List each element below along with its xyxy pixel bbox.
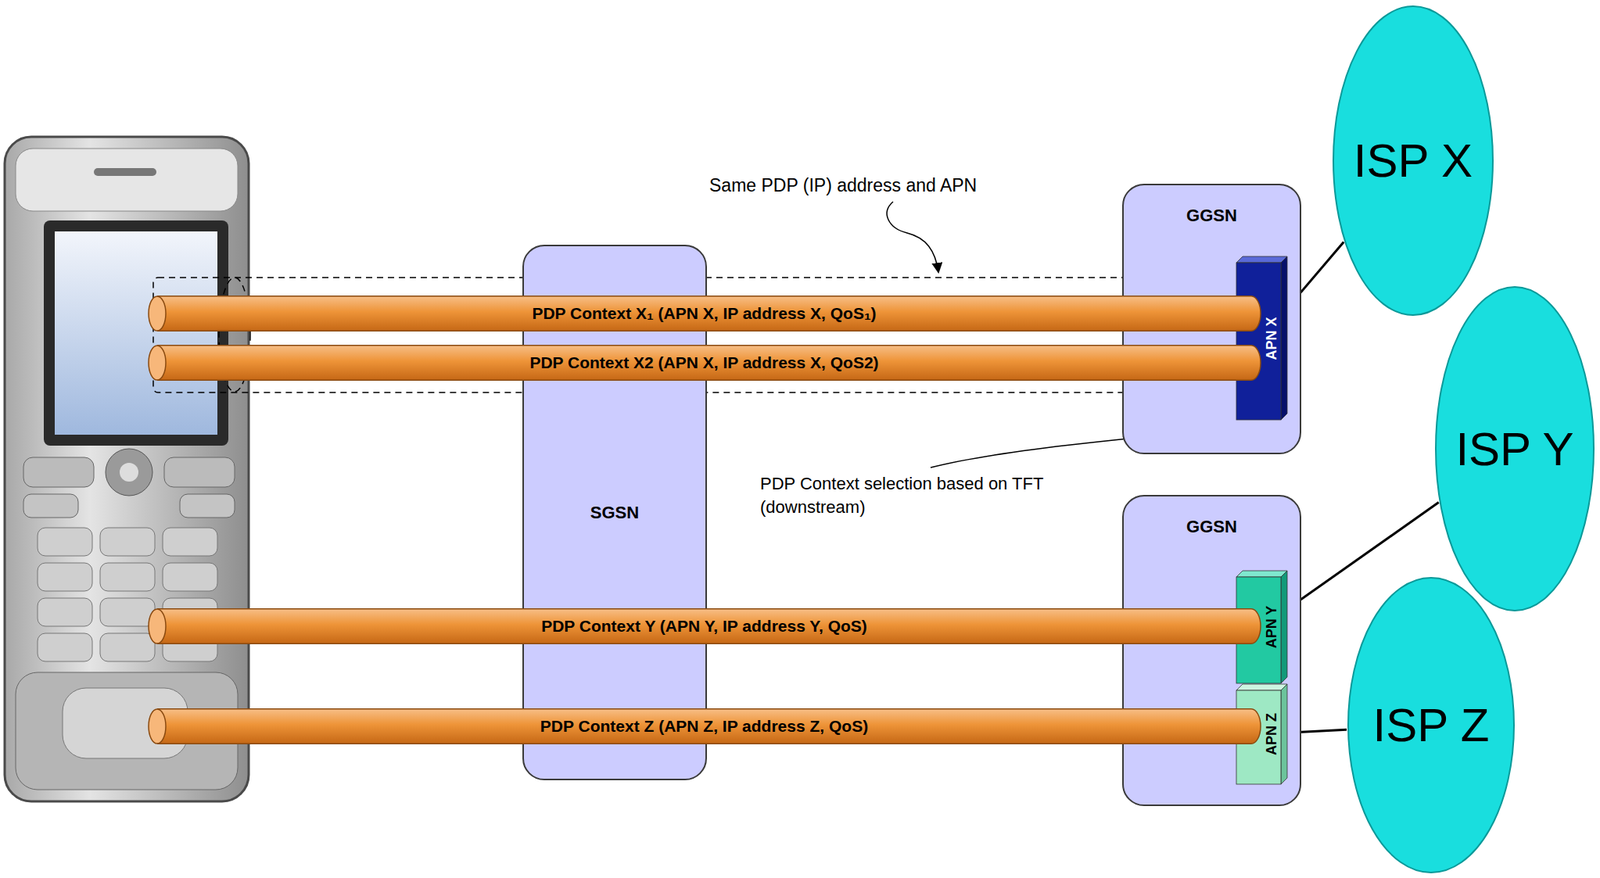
ggsn-box: GGSN APN Y APN Z [1122, 495, 1302, 807]
phone-bezel [15, 148, 238, 212]
callout-note: Same PDP (IP) address and APN [709, 173, 977, 198]
phone-screen [54, 231, 218, 435]
node-text: ISP Z [1373, 698, 1490, 753]
key [100, 527, 155, 557]
isp-ellipse: ISP Y [1434, 285, 1596, 613]
node-text: GGSN [1186, 205, 1238, 227]
key [100, 563, 155, 592]
call-key [179, 494, 235, 518]
key [37, 633, 93, 662]
apn-top-face [1236, 256, 1288, 263]
key [100, 633, 155, 662]
pipe-mouth [148, 609, 166, 644]
phone-earpiece [93, 168, 157, 176]
isp-ellipse: ISP Z [1346, 576, 1516, 875]
apn-outline [1236, 256, 1288, 420]
node-text: PDP Context Z (APN Z, IP address Z, QoS) [540, 717, 869, 736]
soft-key [164, 457, 235, 488]
apn-side-face [1280, 684, 1288, 785]
node-text: GGSN [1186, 516, 1238, 538]
phone-body [4, 136, 249, 802]
pipe-body [157, 708, 1252, 745]
key [100, 598, 155, 627]
apn-side-face [1280, 256, 1288, 420]
key [37, 598, 93, 627]
node-text: ISP X [1353, 133, 1473, 188]
callout-note: PDP Context selection based on TFT (down… [760, 472, 1073, 519]
pdp-context-pipe: PDP Context X₁ (APN X, IP address X, QoS… [147, 295, 1261, 332]
mobile-phone [4, 136, 249, 802]
pipe-edge [157, 330, 1252, 333]
key [162, 527, 218, 557]
pipe-mouth [148, 296, 166, 331]
isp-ellipse-shape [1348, 577, 1514, 873]
pipe-edge [157, 708, 1252, 711]
apn-bar: APN X [1236, 256, 1288, 420]
pipe-mouth [148, 709, 166, 744]
node-text: ISP Y [1455, 422, 1574, 477]
pipe-body [157, 344, 1252, 381]
pipe-edge [157, 643, 1252, 646]
isp-ellipse-shape [1435, 286, 1594, 611]
pipe-body [157, 295, 1252, 332]
isp-ellipse: ISP X [1331, 4, 1495, 317]
key [162, 563, 218, 592]
screen-frame [43, 220, 229, 446]
pipe-mouth [148, 345, 166, 381]
node-text: PDP Context X2 (APN X, IP address X, QoS… [529, 353, 879, 373]
apn-front-face [1236, 262, 1281, 420]
apn-label: APN X [1263, 316, 1281, 360]
pipe-edge [157, 380, 1252, 382]
apn-label: APN Y [1263, 606, 1281, 650]
isp-ellipse-shape [1333, 6, 1493, 316]
pipe-edge [157, 743, 1252, 746]
pipe-edge [157, 295, 1252, 298]
node-text: PDP Context X₁ (APN X, IP address X, QoS… [531, 304, 876, 323]
pipe-body [157, 608, 1252, 645]
apn-top-face [1236, 570, 1288, 578]
call-key [23, 494, 79, 518]
pdp-context-pipe: PDP Context Z (APN Z, IP address Z, QoS) [147, 708, 1261, 745]
pipe-edge [157, 608, 1252, 610]
soft-key [23, 457, 94, 488]
apn-side-face [1280, 570, 1288, 684]
key [37, 563, 93, 592]
pdp-context-pipe: PDP Context Y (APN Y, IP address Y, QoS) [147, 608, 1261, 645]
pipe-edge [157, 344, 1252, 347]
key [37, 527, 93, 557]
node-text: SGSN [590, 502, 639, 524]
callout-arrow [886, 201, 939, 273]
nav-key [105, 448, 153, 496]
apn-label: APN Z [1263, 713, 1281, 756]
nav-key-center [119, 462, 139, 482]
node-text: PDP Context Y (APN Y, IP address Y, QoS) [541, 617, 868, 636]
pdp-context-pipe: PDP Context X2 (APN X, IP address X, QoS… [147, 344, 1261, 381]
apn-top-face [1236, 684, 1288, 691]
